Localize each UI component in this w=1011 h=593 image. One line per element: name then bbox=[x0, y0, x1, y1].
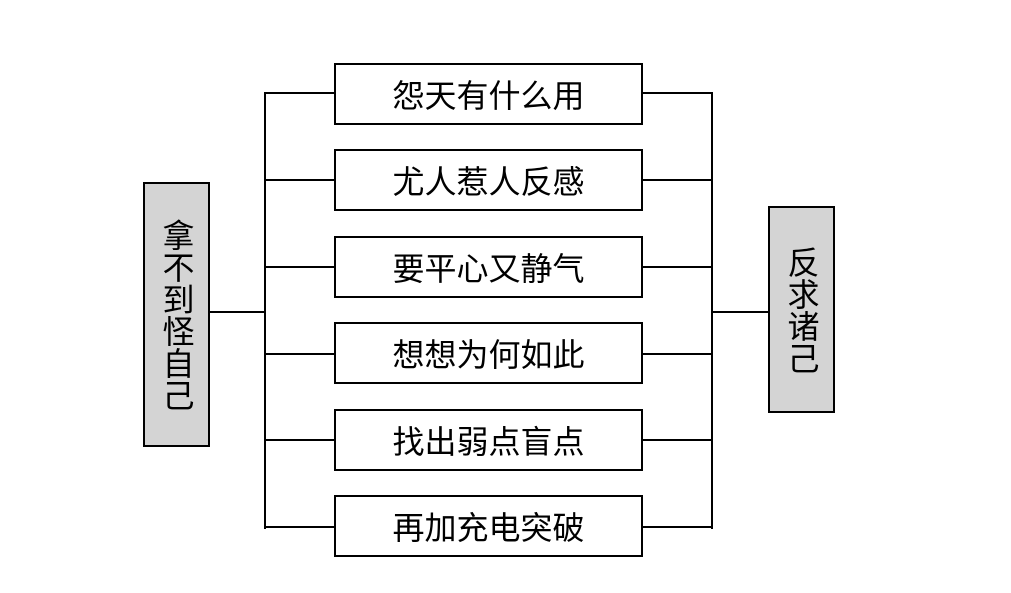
left-branch-connector bbox=[264, 353, 335, 355]
middle-node: 想想为何如此 bbox=[334, 322, 643, 384]
middle-node-label: 要平心又静气 bbox=[392, 250, 585, 288]
left-branch-connector bbox=[264, 179, 335, 181]
right-branch-connector bbox=[642, 353, 713, 355]
left-branch-connector bbox=[264, 92, 335, 94]
right-node-label: 反求诸己 bbox=[782, 245, 821, 374]
right-branch-connector bbox=[642, 179, 713, 181]
right-branch-connector bbox=[642, 266, 713, 268]
middle-node-label: 怨天有什么用 bbox=[392, 77, 585, 115]
left-node-label: 拿不到怪自己 bbox=[157, 218, 196, 411]
right-bracket bbox=[711, 92, 713, 529]
right-branch-connector bbox=[642, 439, 713, 441]
left-branch-connector bbox=[264, 439, 335, 441]
middle-node: 尤人惹人反感 bbox=[334, 149, 643, 211]
middle-node-label: 想想为何如此 bbox=[392, 336, 585, 374]
right-branch-connector bbox=[642, 526, 713, 528]
right-branch-connector bbox=[642, 92, 713, 94]
left-branch-connector bbox=[264, 266, 335, 268]
middle-node: 怨天有什么用 bbox=[334, 63, 643, 125]
middle-node-label: 找出弱点盲点 bbox=[392, 423, 585, 461]
middle-node: 再加充电突破 bbox=[334, 495, 643, 557]
right-node: 反求诸己 bbox=[768, 206, 835, 413]
left-node-connector bbox=[209, 311, 266, 313]
middle-node-label: 再加充电突破 bbox=[392, 509, 585, 547]
middle-node: 要平心又静气 bbox=[334, 236, 643, 298]
middle-node: 找出弱点盲点 bbox=[334, 409, 643, 471]
left-bracket bbox=[264, 92, 266, 529]
left-node: 拿不到怪自己 bbox=[143, 182, 210, 447]
middle-node-label: 尤人惹人反感 bbox=[392, 163, 585, 201]
left-branch-connector bbox=[264, 526, 335, 528]
right-node-connector bbox=[711, 311, 769, 313]
